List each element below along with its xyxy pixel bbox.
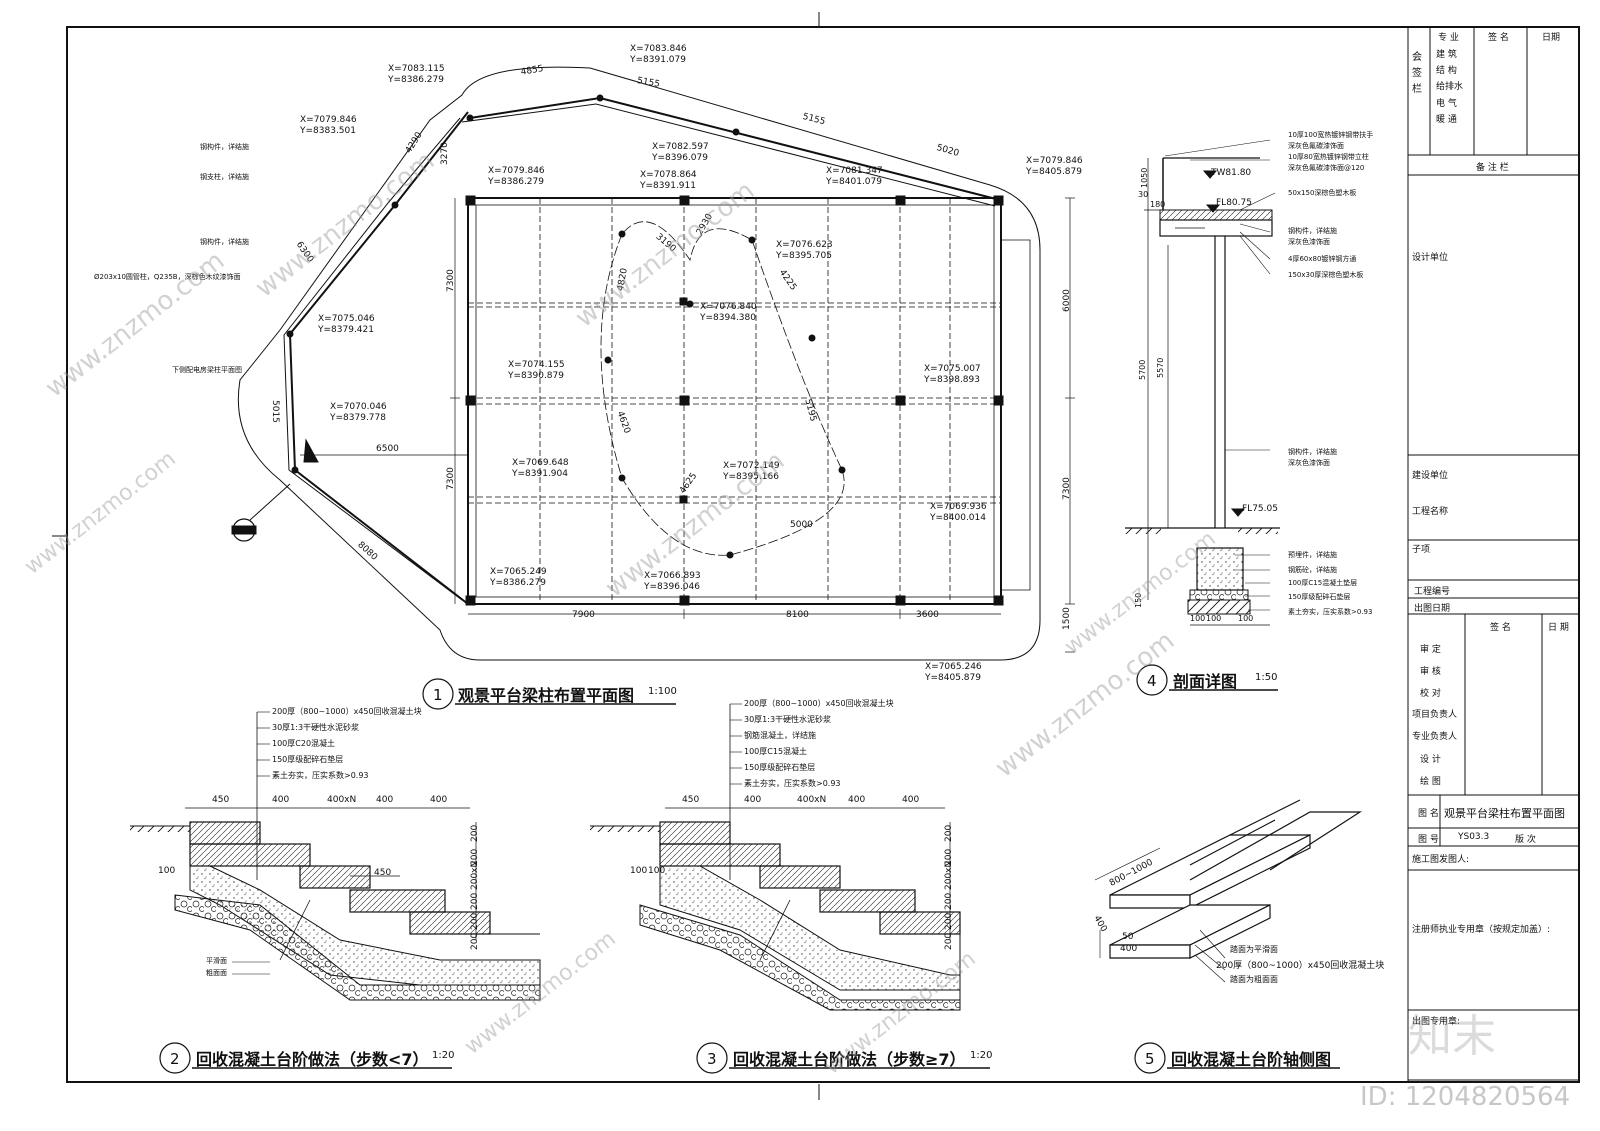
watermark-id: ID: 1204820564 — [1360, 1082, 1571, 1112]
plan-view — [231, 66, 1075, 661]
watermark-logo: 知末 — [1408, 1011, 1496, 1062]
title-block-frame — [1407, 27, 1579, 1082]
axon-view — [1094, 799, 1363, 983]
steps-small-view — [130, 711, 541, 1001]
section-view — [1125, 139, 1280, 626]
steps-large-view — [590, 703, 961, 1011]
title-markers — [159, 664, 1340, 1074]
